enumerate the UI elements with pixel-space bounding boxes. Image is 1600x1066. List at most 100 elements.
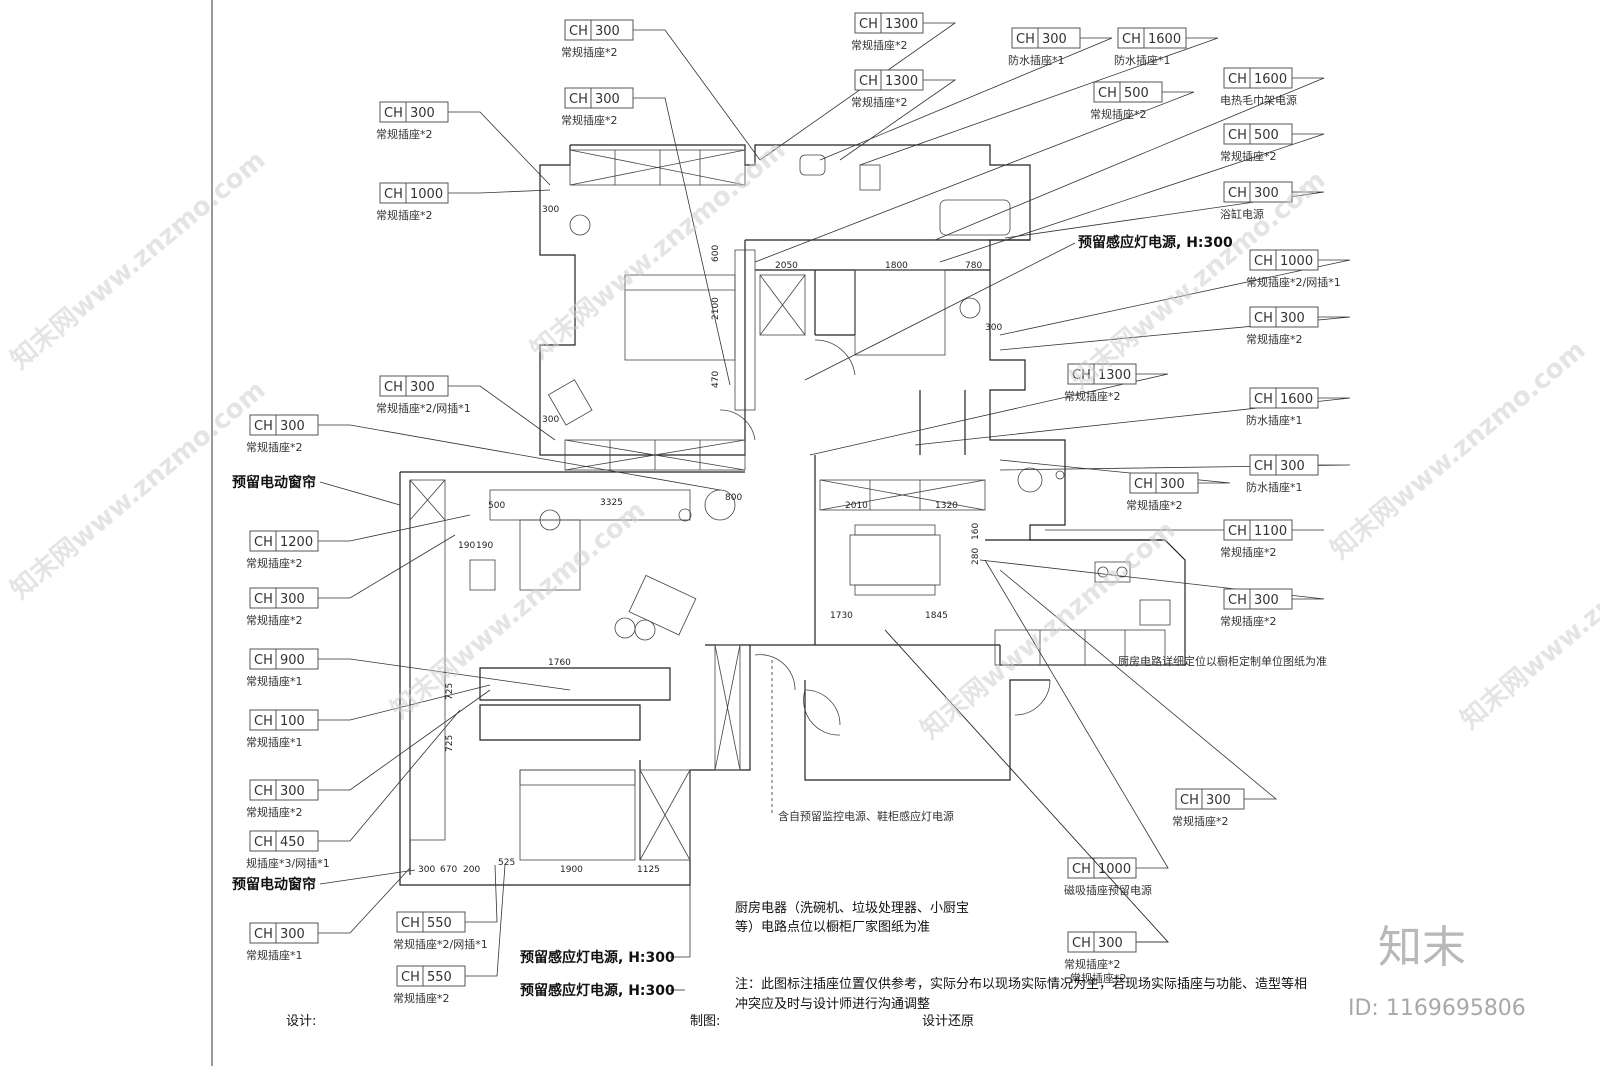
socket-tag-label: CH <box>254 927 273 942</box>
socket-tag-leader-line <box>318 424 721 491</box>
svg-text:300: 300 <box>542 415 559 425</box>
socket-tag-description: 常规插座*2/网插*1 <box>393 937 488 951</box>
socket-tag-leader-line <box>318 684 491 721</box>
socket-tag-leader-line <box>465 864 506 977</box>
socket-tag-height-value: 550 <box>427 970 452 985</box>
socket-tag-label: CH <box>1228 524 1247 539</box>
socket-tag-leader-line <box>999 459 1231 484</box>
socket-tag-description: 常规插座*2 <box>851 38 908 52</box>
socket-tag-box <box>1093 81 1163 103</box>
socket-tag-label: CH <box>1254 392 1273 407</box>
socket-tag-leader-line <box>999 259 1351 336</box>
socket-tag-label: CH <box>1254 311 1273 326</box>
socket-tag-height-value: 300 <box>1098 936 1123 951</box>
socket-tag-box <box>249 530 319 552</box>
svg-text:1125: 1125 <box>637 865 660 875</box>
socket-tag-leader-line <box>759 22 957 161</box>
socket-tag-label: CH <box>254 835 273 850</box>
socket-tag-box <box>379 182 449 204</box>
svg-text:1800: 1800 <box>885 261 908 271</box>
socket-tag-box <box>1223 123 1293 145</box>
socket-tag-description: 常规插座*2 <box>1090 107 1147 121</box>
svg-text:190: 190 <box>458 541 475 551</box>
doors <box>719 339 1051 736</box>
socket-tag-height-value: 1000 <box>1098 862 1131 877</box>
socket-tag-label: CH <box>859 17 878 32</box>
title-block: 设计: 制图: 设计还原 <box>286 1014 974 1029</box>
svg-text:600: 600 <box>711 245 721 262</box>
socket-tag-leader-line <box>318 867 411 934</box>
svg-text:1900: 1900 <box>560 865 583 875</box>
socket-tag-height-value: 1600 <box>1280 392 1313 407</box>
socket-tag-height-value: 100 <box>280 714 305 729</box>
socket-tag-height-value: 450 <box>280 835 305 850</box>
socket-tag-label: CH <box>1254 254 1273 269</box>
socket-tag-leader-line <box>914 397 1351 446</box>
socket-tag-description: 常规插座*2 <box>393 991 450 1005</box>
socket-tag-leader-line <box>999 569 1278 800</box>
socket-tag-label: CH <box>1072 936 1091 951</box>
socket-tag-label: CH <box>1098 86 1117 101</box>
svg-text:280: 280 <box>971 548 981 565</box>
socket-tag-label: CH <box>569 92 588 107</box>
svg-text:300: 300 <box>542 205 559 215</box>
socket-tag-box <box>1117 27 1187 49</box>
socket-tag-label: CH <box>1228 186 1247 201</box>
socket-tag-label: CH <box>1228 72 1247 87</box>
kitchen-note: 厨房电路详细定位以橱柜定制单位图纸为准 <box>1118 654 1327 668</box>
socket-tag-label: CH <box>254 653 273 668</box>
watermark-logo: 知末 <box>1378 922 1466 973</box>
socket-tag-description: 常规插座*2 <box>246 440 303 454</box>
socket-tag-box <box>1067 931 1137 953</box>
socket-tag-box <box>1223 67 1293 89</box>
socket-tag-description: 防水插座*1 <box>1008 53 1065 67</box>
callouts: 预留感应灯电源, H:300 预留电动窗帘 预留电动窗帘 预留感应灯电源, H:… <box>232 234 1327 1012</box>
design-label: 设计: <box>286 1014 316 1029</box>
socket-tag-box <box>1067 363 1137 385</box>
socket-tag-box <box>249 414 319 436</box>
socket-tag-height-value: 300 <box>410 380 435 395</box>
socket-tag-leader-line <box>1004 191 1325 239</box>
socket-tag-leader-line <box>448 111 551 186</box>
socket-tag-description: 常规插座*2 <box>1070 971 1127 985</box>
watermark-text-8: 知末网www.znzmo.com <box>1455 505 1600 735</box>
socket-tag-label: CH <box>569 24 588 39</box>
socket-tag-height-value: 900 <box>280 653 305 668</box>
socket-tag-label: CH <box>1122 32 1141 47</box>
socket-tag-description: 浴缸电源 <box>1220 207 1264 221</box>
cabinets <box>409 149 1166 861</box>
svg-text:190: 190 <box>476 541 493 551</box>
socket-tag-height-value: 500 <box>1124 86 1149 101</box>
socket-tag-label: CH <box>1072 862 1091 877</box>
sensor-light-callout-top: 预留感应灯电源, H:300 <box>1078 234 1233 251</box>
socket-tag-height-value: 1200 <box>280 535 313 550</box>
svg-text:1320: 1320 <box>935 501 958 511</box>
socket-tag-description: 常规插座*2 <box>246 613 303 627</box>
socket-tag-description: 常规插座*2 <box>1220 149 1277 163</box>
socket-tag-description: 常规插座*1 <box>246 735 303 749</box>
socket-tag-description: 常规插座*2 <box>1246 332 1303 346</box>
socket-tag-box <box>249 648 319 670</box>
socket-tag-description: 常规插座*2 <box>1220 614 1277 628</box>
footer-note-line1: 注：此图标注插座位置仅供参考，实际分布以现场实际情况为主，若现场实际插座与功能、… <box>735 976 1307 992</box>
socket-tag-height-value: 1600 <box>1254 72 1287 87</box>
socket-tag-box <box>249 830 319 852</box>
socket-tag-box <box>564 19 634 41</box>
socket-tag-leader-line <box>448 189 551 194</box>
socket-tag-description: 常规插座*2 <box>246 805 303 819</box>
socket-tag-label: CH <box>1072 368 1091 383</box>
socket-tag-label: CH <box>1254 459 1273 474</box>
watermark-id: ID: 1169695806 <box>1348 996 1526 1021</box>
appliance-note-line1: 厨房电器（洗碗机、垃圾处理器、小厨宝 <box>735 900 969 916</box>
